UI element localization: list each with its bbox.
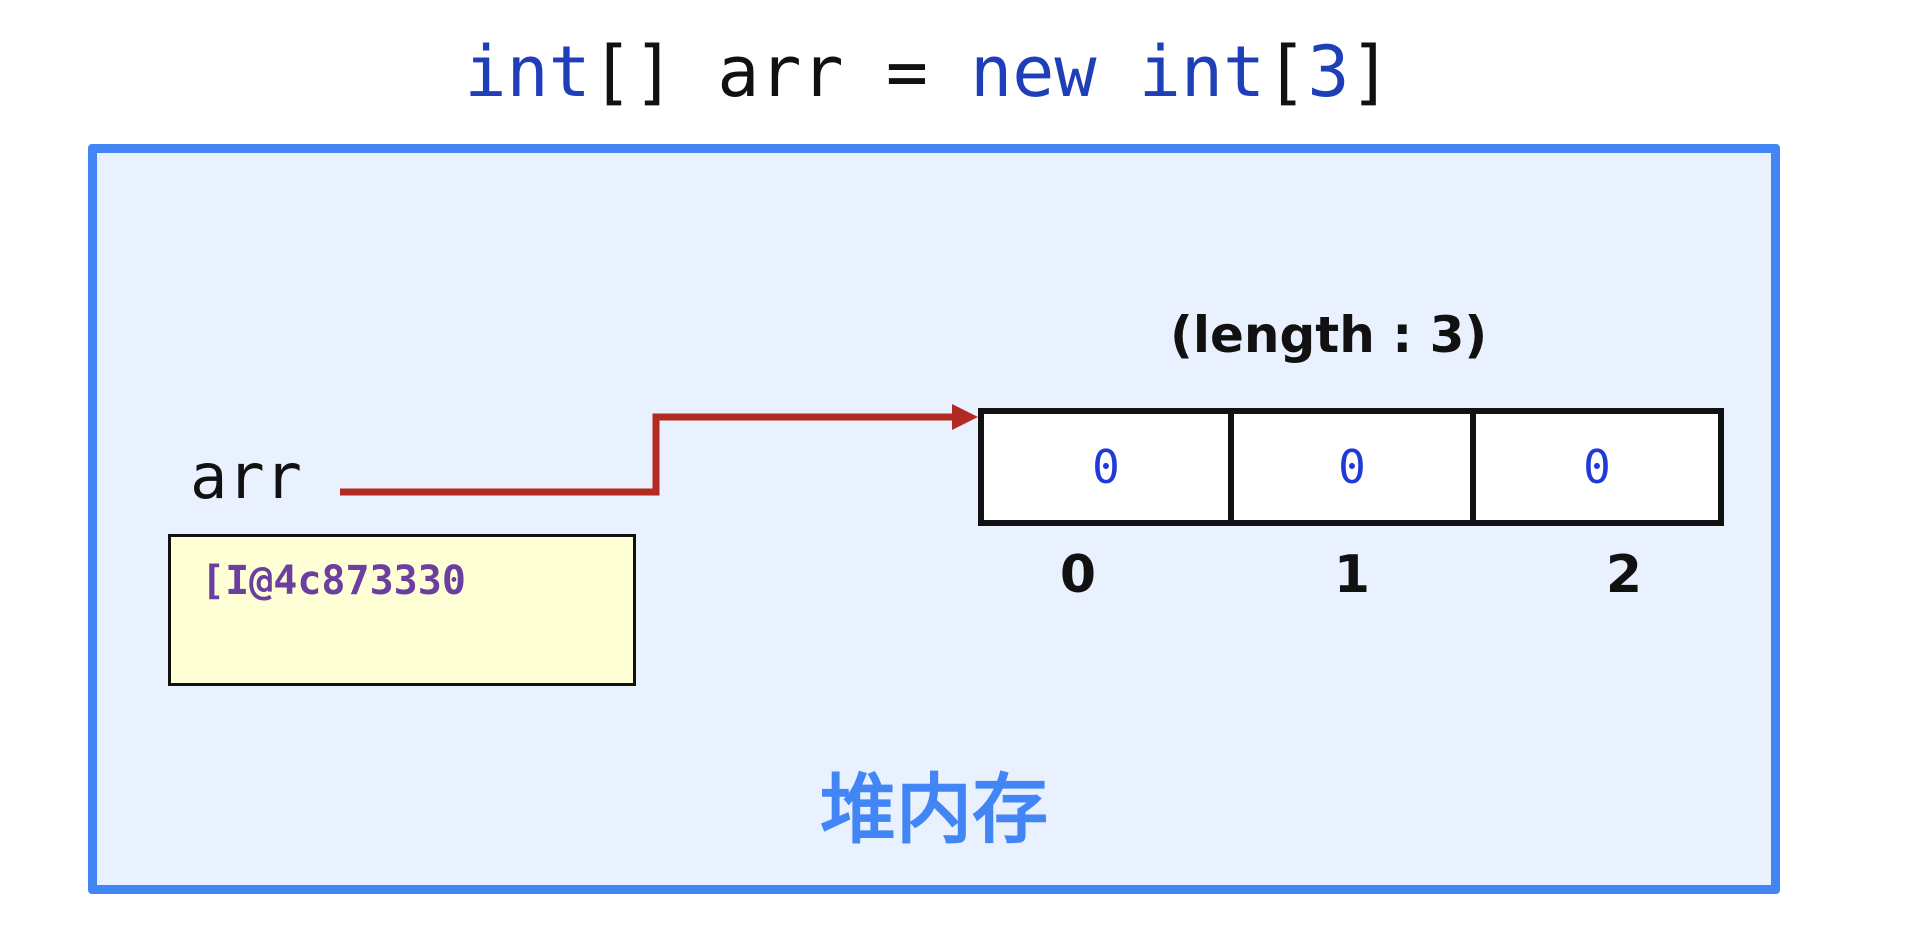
code-equals: =	[885, 31, 971, 113]
array-length-label: (length : 3)	[1170, 306, 1488, 364]
reference-address-box: [I@4c873330	[168, 534, 636, 686]
variable-name: arr	[190, 440, 302, 513]
code-brackets: []	[590, 31, 676, 113]
array-cell-2: 0	[1470, 408, 1724, 526]
code-open-bracket: [	[1265, 31, 1308, 113]
code-array-size: 3	[1307, 31, 1350, 113]
array-cell-0: 0	[978, 408, 1234, 526]
heap-label: 堆内存	[820, 765, 1048, 854]
code-variable: arr	[675, 31, 886, 113]
code-space	[1097, 31, 1139, 113]
array-cell-1: 0	[1228, 408, 1476, 526]
code-close-bracket: ]	[1349, 31, 1392, 113]
code-declaration: int[] arr = new int[3]	[0, 32, 1856, 112]
reference-address: [I@4c873330	[201, 558, 466, 604]
code-keyword-new: new	[970, 31, 1097, 113]
array-index-1: 1	[1333, 545, 1371, 605]
code-keyword-int-2: int	[1138, 31, 1266, 113]
array-index-0: 0	[1059, 545, 1097, 605]
code-keyword-int: int	[464, 31, 591, 113]
array-index-2: 2	[1605, 545, 1643, 605]
